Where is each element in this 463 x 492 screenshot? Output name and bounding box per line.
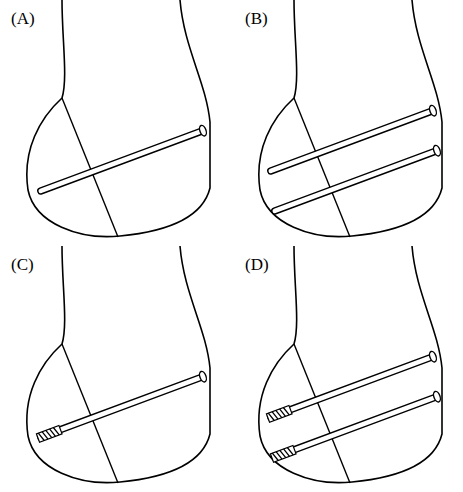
panel-label: (B) (244, 10, 269, 27)
panel-c (27, 246, 210, 483)
panel-d (259, 246, 442, 483)
panel-label: (C) (10, 256, 35, 273)
panel-label: (A) (10, 10, 36, 27)
panel-label: (D) (244, 256, 270, 273)
panel-b (259, 0, 442, 237)
panel-a (27, 0, 210, 237)
